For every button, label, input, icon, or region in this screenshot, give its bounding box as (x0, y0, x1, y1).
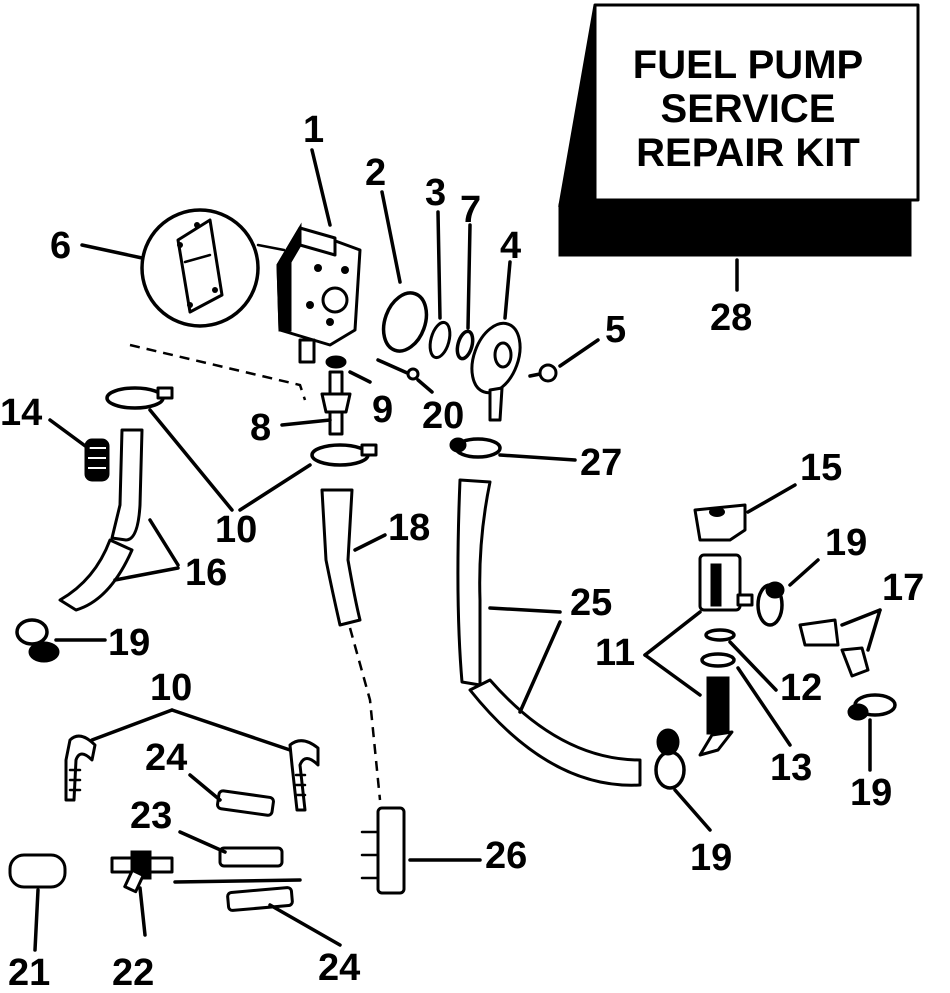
tee-connector (110, 850, 174, 894)
filter-base (698, 676, 734, 757)
kit-label-line1: FUEL PUMP (633, 43, 863, 87)
callout-28: 28 (710, 297, 752, 339)
cover-detail-circle (140, 208, 260, 328)
callout-23: 23 (130, 795, 172, 837)
hose-clamp-bottom (654, 728, 686, 790)
callout-26: 26 (485, 835, 527, 877)
callout-6: 6 (50, 225, 71, 267)
callout-20: 20 (422, 395, 464, 437)
o-ring-small (455, 329, 475, 361)
callout-21: 21 (8, 952, 50, 993)
callout-1: 1 (303, 109, 324, 151)
callout-8: 8 (250, 407, 271, 449)
callout-17: 17 (882, 567, 924, 609)
callout-19-left: 19 (108, 622, 150, 664)
cover-screw (528, 363, 558, 383)
leader-lines (33, 148, 882, 952)
callout-27: 27 (580, 442, 622, 484)
callout-24-upper: 24 (145, 737, 187, 779)
hose-piece-a (798, 618, 840, 647)
callout-19-right: 19 (825, 522, 867, 564)
callout-16: 16 (185, 552, 227, 594)
tube-24-lower (226, 886, 294, 912)
callout-11: 11 (595, 632, 635, 674)
callout-19-far-right: 19 (850, 772, 892, 814)
tube-23 (218, 846, 284, 868)
callout-12: 12 (780, 667, 822, 709)
o-ring-filter-2 (700, 652, 736, 668)
line-fitting-left (64, 734, 97, 802)
callout-24-lower: 24 (318, 947, 360, 989)
callout-14: 14 (0, 392, 42, 434)
hose-long (456, 478, 492, 687)
repair-kit-box: FUEL PUMP SERVICE REPAIR KIT (558, 3, 920, 257)
callout-9: 9 (372, 389, 393, 431)
fuel-fitting (360, 806, 406, 895)
callout-25: 25 (570, 582, 612, 624)
callout-18: 18 (388, 507, 430, 549)
callout-13: 13 (770, 747, 812, 789)
hose-upper-left (110, 428, 144, 542)
callout-19-bottom: 19 (690, 837, 732, 879)
hose-clamp-right (756, 581, 785, 627)
line-fitting-right (288, 739, 320, 812)
clamp-upper (105, 386, 174, 410)
callout-2: 2 (365, 152, 386, 194)
callout-7: 7 (460, 189, 481, 231)
hose-piece-b (840, 646, 870, 678)
callout-labels: 1 2 3 7 4 5 6 28 9 20 8 14 27 15 10 18 1… (0, 109, 924, 993)
hose-clamp-far-right (847, 693, 897, 721)
filter-bowl (698, 553, 754, 612)
check-valve (428, 320, 452, 360)
callout-4: 4 (500, 225, 521, 267)
callout-10-lower: 10 (150, 667, 192, 709)
callout-5: 5 (605, 309, 626, 351)
callout-22: 22 (112, 952, 154, 993)
kit-label-line2: SERVICE (661, 87, 836, 131)
callout-10-upper: 10 (215, 509, 257, 551)
primer-bulb (8, 853, 67, 889)
o-ring-filter-1 (704, 628, 736, 642)
tube-24-upper (216, 789, 275, 817)
hose-clip (449, 437, 502, 459)
hose-lower-left (58, 538, 134, 612)
spring (84, 438, 110, 482)
filter-cap (693, 503, 747, 542)
hose-clamp-left (15, 618, 60, 663)
callout-3: 3 (425, 172, 446, 214)
clamp-lower (310, 443, 378, 467)
pump-cover (470, 321, 522, 422)
gasket-ring (381, 291, 429, 353)
long-screw (376, 358, 420, 381)
hose-curve (468, 678, 642, 787)
elbow-fitting (320, 370, 352, 436)
callout-15: 15 (800, 447, 842, 489)
kit-label-line3: REPAIR KIT (636, 131, 860, 175)
fuel-pump-body (256, 222, 362, 364)
hose-center (320, 488, 362, 627)
washer (325, 355, 347, 369)
